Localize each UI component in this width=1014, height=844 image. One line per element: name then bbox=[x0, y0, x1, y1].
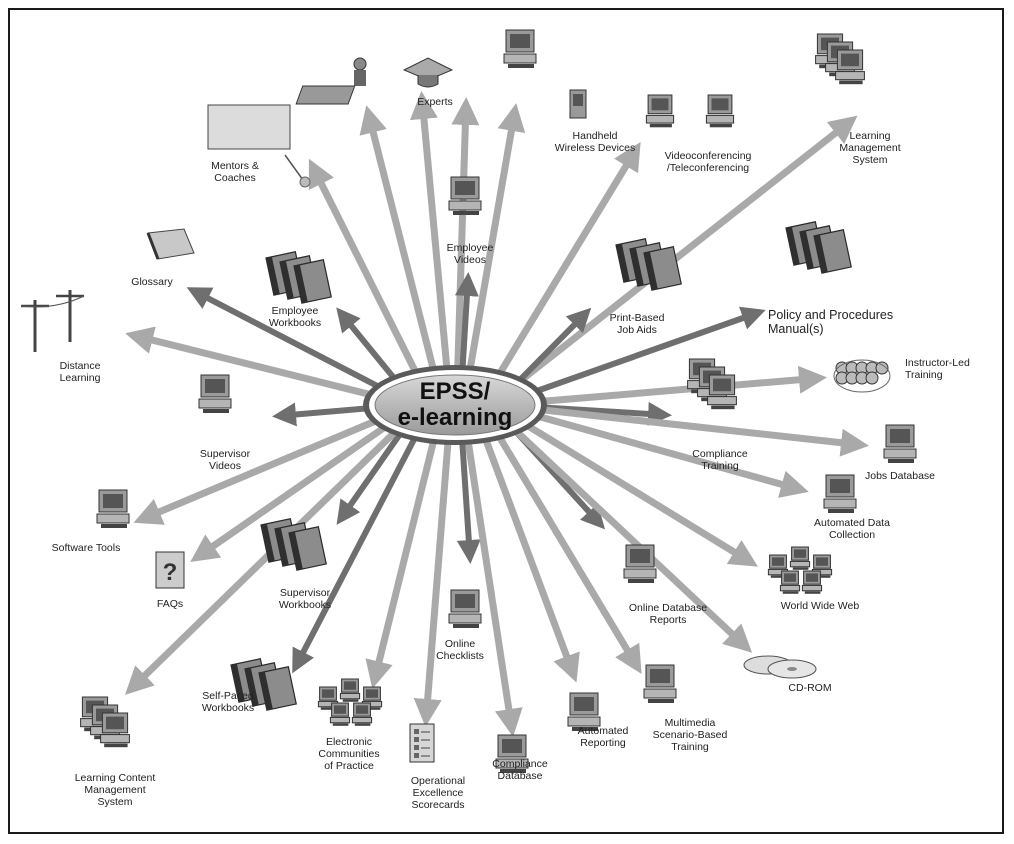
binders-icon bbox=[260, 518, 327, 571]
node-label-experts: Experts bbox=[417, 96, 453, 108]
arrow-computer-top bbox=[451, 97, 480, 376]
node-label-www: World Wide Web bbox=[780, 600, 860, 612]
arrow-cd-rom bbox=[506, 421, 753, 653]
arrow-automated-reporting bbox=[479, 431, 580, 683]
node-label-jobs-database: Jobs Database bbox=[864, 470, 936, 482]
node-label-employee-workbooks: Employee Workbooks bbox=[268, 305, 322, 329]
network-icon bbox=[767, 546, 833, 594]
node-label-lcms: Learning Content Management System bbox=[74, 772, 156, 808]
computer-icon bbox=[448, 176, 482, 215]
arrow-videoconf bbox=[492, 142, 641, 383]
arrow-experts bbox=[409, 91, 452, 376]
binders-icon bbox=[615, 238, 682, 291]
node-label-communities: Electronic Communities of Practice bbox=[318, 736, 380, 772]
node-label-online-db-reports: Online Database Reports bbox=[628, 602, 708, 626]
node-label-videoconf: Videoconferencing /Teleconferencing bbox=[664, 150, 752, 174]
arrow-lcms bbox=[124, 422, 405, 695]
node-label-print-job-aids: Print-Based Job Aids bbox=[609, 312, 665, 336]
computer-icon bbox=[495, 734, 529, 773]
svg-text:?: ? bbox=[163, 559, 178, 586]
arrow-policy-manuals bbox=[520, 306, 766, 400]
arrow-mentors bbox=[308, 158, 423, 381]
node-label-supervisor-videos: Supervisor Videos bbox=[199, 448, 251, 472]
people-crowd-icon bbox=[833, 359, 891, 393]
arrow-automated-data bbox=[522, 408, 809, 498]
binders-icon bbox=[785, 221, 852, 274]
computer-icon bbox=[198, 374, 232, 413]
cd-icon bbox=[743, 655, 817, 679]
node-label-mentors: Mentors & Coaches bbox=[211, 160, 259, 184]
node-label-distance-learning: Distance Learning bbox=[59, 360, 101, 384]
arrow-distance-learning bbox=[125, 326, 388, 403]
node-label-cd-rom: CD-ROM bbox=[788, 682, 832, 694]
node-label-self-paced: Self-Paced Workbooks bbox=[201, 690, 255, 714]
arrow-compliance-db bbox=[463, 434, 523, 737]
arrow-www bbox=[514, 416, 758, 567]
computer-icon bbox=[643, 664, 677, 703]
computer-stack-icon bbox=[815, 33, 865, 85]
utility-pole-icon bbox=[20, 290, 85, 352]
checklist-icon bbox=[409, 723, 435, 763]
arrow-software-tools bbox=[133, 412, 391, 525]
whiteboard-icon bbox=[207, 104, 311, 188]
arrow-scorecards bbox=[413, 434, 453, 727]
hub-label: EPSS/ e-learning bbox=[397, 378, 513, 431]
computer-pair-icon bbox=[645, 94, 735, 128]
expert-figure-icon bbox=[295, 57, 367, 105]
node-label-compliance-db: Compliance Database bbox=[492, 758, 548, 782]
arrow-supervisor-workbooks bbox=[336, 424, 408, 525]
node-label-handheld: Handheld Wireless Devices bbox=[554, 130, 636, 154]
computer-icon bbox=[96, 489, 130, 528]
arrow-employee-workbooks bbox=[336, 307, 403, 389]
node-label-lms: Learning Management System bbox=[839, 130, 901, 166]
node-label-automated-data: Automated Data Collection bbox=[814, 517, 890, 541]
arrow-self-paced bbox=[292, 429, 422, 674]
binders-icon bbox=[230, 658, 297, 711]
computer-icon bbox=[883, 424, 917, 463]
arrow-print-job-aids bbox=[510, 307, 592, 390]
network-icon bbox=[317, 678, 383, 726]
arrow-communities bbox=[365, 432, 439, 689]
arrow-jobs-database bbox=[524, 404, 869, 457]
graduation-cap-icon bbox=[402, 57, 454, 88]
question-icon: ? bbox=[155, 551, 185, 589]
computer-icon bbox=[448, 589, 482, 628]
node-label-scorecards: Operational Excellence Scorecards bbox=[410, 775, 466, 811]
node-label-automated-reporting: Automated Reporting bbox=[577, 725, 629, 749]
computer-icon bbox=[623, 544, 657, 583]
arrow-online-checklists bbox=[456, 434, 481, 564]
node-label-multimedia: Multimedia Scenario-Based Training bbox=[652, 717, 728, 753]
computer-stack-icon bbox=[687, 358, 737, 410]
arrow-lms bbox=[509, 115, 858, 391]
arrow-instructor-led bbox=[524, 365, 827, 407]
node-label-faqs: FAQs bbox=[156, 598, 184, 610]
binders-icon bbox=[265, 251, 332, 304]
arrow-faqs bbox=[190, 417, 397, 562]
arrow-multimedia bbox=[491, 427, 642, 675]
computer-stack-icon bbox=[80, 696, 130, 748]
node-label-instructor-led: Instructor-Led Training bbox=[905, 357, 970, 381]
arrow-employee-videos bbox=[454, 272, 479, 376]
book-icon bbox=[146, 228, 195, 260]
arrow-expert-figure bbox=[359, 105, 439, 378]
node-label-policy-manuals: Policy and Procedures Manual(s) bbox=[768, 308, 894, 336]
hub bbox=[363, 365, 547, 445]
handheld-device-icon bbox=[569, 89, 587, 119]
computer-icon bbox=[823, 474, 857, 513]
computer-icon bbox=[503, 29, 537, 68]
arrow-glossary bbox=[186, 287, 393, 396]
node-label-supervisor-workbooks: Supervisor Workbooks bbox=[278, 587, 332, 611]
node-label-online-checklists: Online Checklists bbox=[436, 638, 484, 662]
node-label-glossary: Glossary bbox=[131, 276, 173, 288]
computer-icon bbox=[567, 692, 601, 731]
node-label-employee-videos: Employee Videos bbox=[446, 242, 494, 266]
node-label-compliance-training: Compliance Training bbox=[692, 448, 748, 472]
node-label-software-tools: Software Tools bbox=[51, 542, 121, 554]
arrow-handheld bbox=[465, 103, 526, 377]
